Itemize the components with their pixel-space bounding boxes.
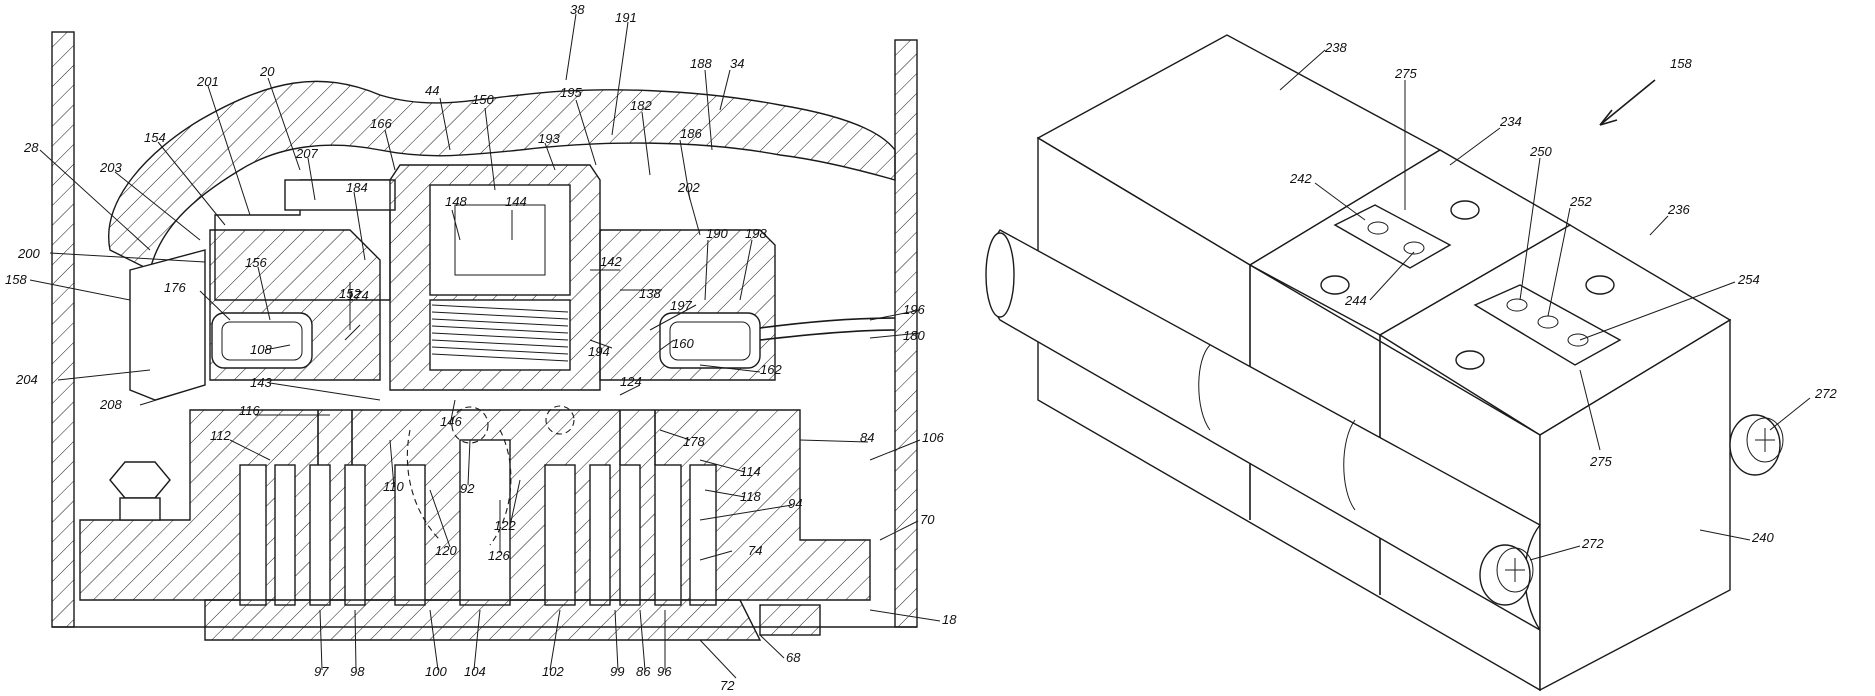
label: 34: [730, 56, 744, 71]
label: 208: [99, 397, 122, 412]
label: 190: [706, 226, 728, 241]
label: 112: [210, 428, 231, 443]
label: 188: [690, 56, 712, 71]
cross-section-view: [52, 32, 917, 640]
label: 203: [99, 160, 122, 175]
spring: [430, 300, 570, 370]
label: 244: [1344, 293, 1367, 308]
bottom-foot: [205, 600, 760, 640]
label: 122: [494, 518, 516, 533]
label: 20: [259, 64, 275, 79]
label: 97: [314, 664, 329, 679]
label: 158: [5, 272, 27, 287]
label: 108: [250, 342, 272, 357]
hex-nut: [110, 462, 170, 520]
screw-right: [1730, 415, 1783, 475]
label: 94: [788, 496, 802, 511]
label: 166: [370, 116, 392, 131]
label: 178: [683, 434, 705, 449]
label: 176: [164, 280, 186, 295]
label: 126: [488, 548, 510, 563]
label: 143: [250, 375, 272, 390]
label: 100: [425, 664, 447, 679]
label: 106: [922, 430, 944, 445]
label: 194: [588, 344, 610, 359]
housing-left-wall: [52, 32, 74, 627]
label: 158: [1670, 56, 1692, 71]
label: 70: [920, 512, 935, 527]
label: 86: [636, 664, 651, 679]
label: 118: [740, 489, 761, 504]
label: 186: [680, 126, 702, 141]
label: 38: [570, 2, 585, 17]
label: 272: [1581, 536, 1604, 551]
label: 99: [610, 664, 624, 679]
label: 74: [748, 543, 762, 558]
label: 242: [1289, 171, 1312, 186]
label: 275: [1589, 454, 1612, 469]
label: 148: [445, 194, 467, 209]
label: 154: [144, 130, 166, 145]
label: 72: [720, 678, 735, 693]
label: 200: [17, 246, 40, 261]
label: 44: [425, 83, 439, 98]
label: 193: [538, 131, 560, 146]
label: 146: [440, 414, 462, 429]
label: 114: [740, 464, 761, 479]
label: 28: [23, 140, 39, 155]
label: 138: [639, 286, 661, 301]
label: 180: [903, 328, 925, 343]
label: 184: [346, 180, 368, 195]
label: 92: [460, 481, 475, 496]
label: 234: [1499, 114, 1522, 129]
label: 254: [1737, 272, 1760, 287]
label: 191: [615, 10, 637, 25]
label: 275: [1394, 66, 1417, 81]
label: 120: [435, 543, 457, 558]
label: 104: [464, 664, 486, 679]
label: 162: [760, 362, 782, 377]
label: 18: [942, 612, 957, 627]
label: 102: [542, 664, 564, 679]
label: 156: [245, 255, 267, 270]
label: 236: [1667, 202, 1690, 217]
label: 196: [903, 302, 925, 317]
label: 110: [383, 479, 404, 494]
label: 207: [295, 146, 318, 161]
label: 238: [1324, 40, 1347, 55]
label: 174: [347, 288, 369, 303]
connector-plug: [130, 250, 205, 400]
label: 202: [677, 180, 700, 195]
label: 198: [745, 226, 767, 241]
cap-ring: [285, 180, 395, 210]
label: 240: [1751, 530, 1774, 545]
label: 84: [860, 430, 874, 445]
isometric-view: [986, 35, 1783, 690]
label: 142: [600, 254, 622, 269]
label: 201: [196, 74, 219, 89]
label: 116: [239, 403, 260, 418]
label: 144: [505, 194, 527, 209]
foot-68: [760, 605, 820, 635]
label: 124: [620, 374, 642, 389]
label: 252: [1569, 194, 1592, 209]
label: 197: [670, 298, 692, 313]
label: 272: [1814, 386, 1837, 401]
label: 250: [1529, 144, 1552, 159]
label: 182: [630, 98, 652, 113]
label: 98: [350, 664, 365, 679]
label: 150: [472, 92, 494, 107]
label: 96: [657, 664, 672, 679]
label: 195: [560, 85, 582, 100]
label: 204: [15, 372, 38, 387]
label: 160: [672, 336, 694, 351]
label: 68: [786, 650, 801, 665]
